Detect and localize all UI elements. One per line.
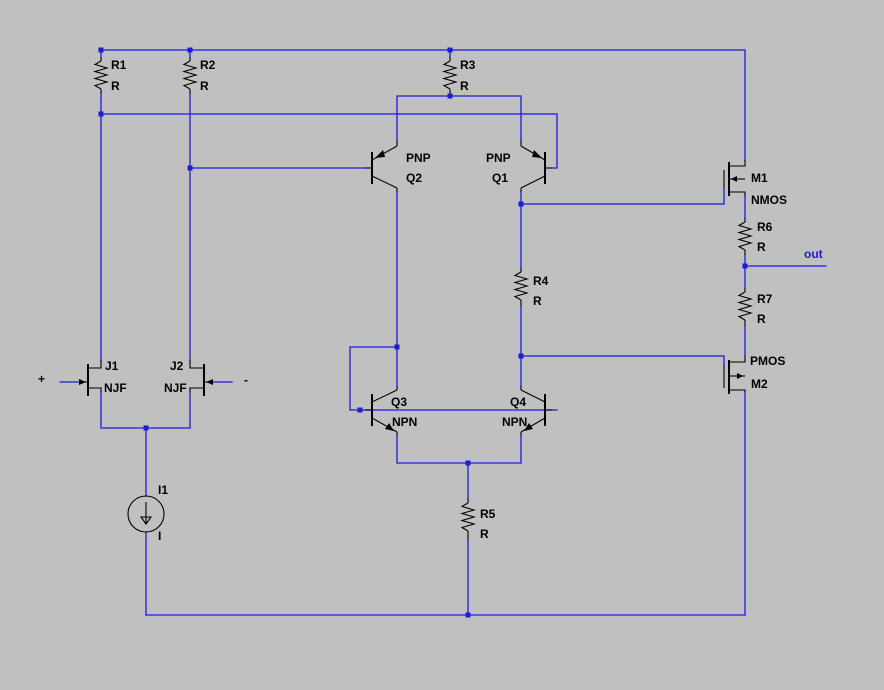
r2-designator: R2 xyxy=(200,58,216,72)
resistor-r4[interactable] xyxy=(513,268,529,306)
r2-value: R xyxy=(200,79,209,93)
r6-designator: R6 xyxy=(757,220,773,234)
r1-value: R xyxy=(111,79,120,93)
q2-model: PNP xyxy=(406,151,431,165)
resistor-r2[interactable] xyxy=(182,57,198,93)
net-label-minus: - xyxy=(244,373,248,387)
q1-designator: Q1 xyxy=(492,171,508,185)
component-labels: R1 R R2 R R3 R PNP Q2 PNP Q1 M1 NMOS R6 … xyxy=(104,58,787,543)
q3-model: NPN xyxy=(392,415,417,429)
resistor-r7[interactable] xyxy=(737,288,753,326)
i1-value: I xyxy=(158,529,161,543)
net-label-out: out xyxy=(804,247,823,261)
net-label-plus: + xyxy=(38,372,45,386)
transistor-q3[interactable] xyxy=(365,386,398,436)
mosfet-m1[interactable] xyxy=(723,160,746,196)
q3-designator: Q3 xyxy=(391,395,407,409)
r3-value: R xyxy=(460,79,469,93)
q1-model: PNP xyxy=(486,151,511,165)
transistor-q1[interactable] xyxy=(520,140,552,192)
resistor-r5[interactable] xyxy=(460,498,476,540)
transistor-q2[interactable] xyxy=(365,140,398,192)
r4-value: R xyxy=(533,294,542,308)
r6-value: R xyxy=(757,240,766,254)
jfet-j1[interactable] xyxy=(79,360,102,396)
q4-model: NPN xyxy=(502,415,527,429)
r3-designator: R3 xyxy=(460,58,476,72)
m2-model: PMOS xyxy=(750,354,785,368)
resistor-r3[interactable] xyxy=(442,57,458,93)
transistor-q4[interactable] xyxy=(520,386,552,436)
i1-designator: I1 xyxy=(158,483,168,497)
r7-designator: R7 xyxy=(757,292,773,306)
q2-designator: Q2 xyxy=(406,171,422,185)
r7-value: R xyxy=(757,312,766,326)
current-source-i1[interactable] xyxy=(127,495,165,533)
q4-designator: Q4 xyxy=(510,395,526,409)
r5-value: R xyxy=(480,527,489,541)
r4-designator: R4 xyxy=(533,274,549,288)
r1-designator: R1 xyxy=(111,58,127,72)
wires xyxy=(59,49,827,616)
j2-designator: J2 xyxy=(170,359,184,373)
m1-designator: M1 xyxy=(751,171,768,185)
j1-model: NJF xyxy=(104,381,127,395)
r5-designator: R5 xyxy=(480,507,496,521)
j1-designator: J1 xyxy=(105,359,119,373)
junction-dots xyxy=(98,47,748,618)
mosfet-m2[interactable] xyxy=(723,356,746,394)
resistor-r6[interactable] xyxy=(737,218,753,255)
jfet-j2[interactable] xyxy=(189,360,213,396)
net-labels: out + - xyxy=(38,247,823,387)
resistor-r1[interactable] xyxy=(93,57,109,93)
j2-model: NJF xyxy=(164,381,187,395)
m2-designator: M2 xyxy=(751,377,768,391)
m1-model: NMOS xyxy=(751,193,787,207)
